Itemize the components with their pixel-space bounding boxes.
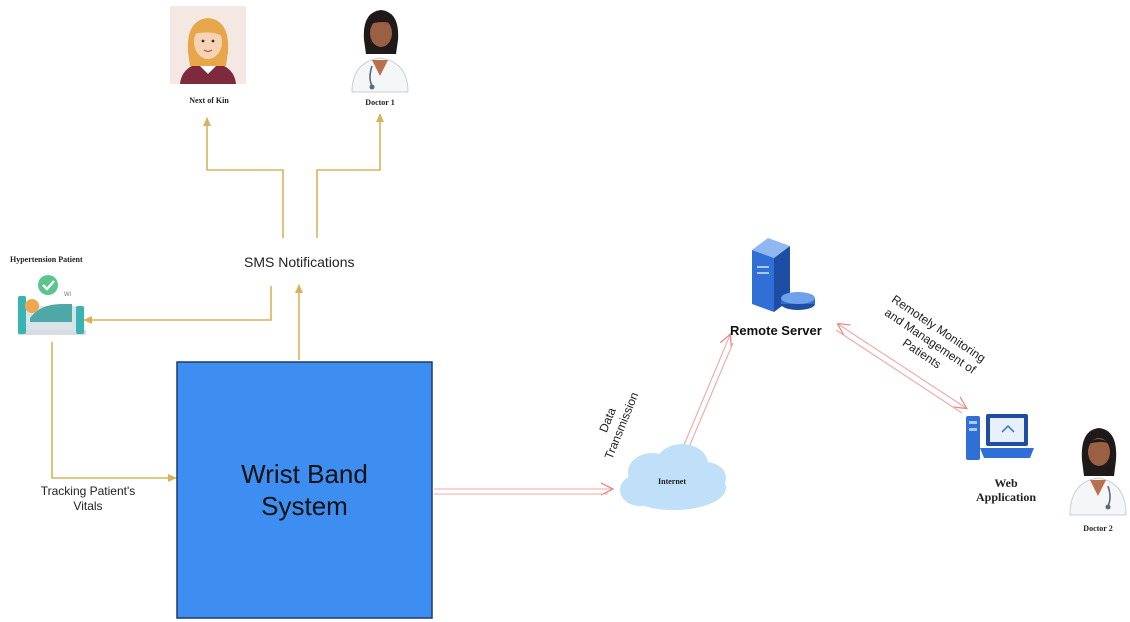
data-connectors: [434, 324, 966, 494]
web-application-line-1: Web: [994, 476, 1018, 490]
internet-label: Internet: [658, 477, 686, 486]
arrow-sms-to-patient: [83, 286, 272, 324]
wrist-band-line-2: System: [261, 491, 348, 521]
wrist-band-system-box: [176, 361, 433, 619]
arrow-server-web-app: [838, 324, 966, 408]
tracking-vitals-line-1: Tracking Patient's: [40, 484, 136, 498]
sms-connectors: [51, 113, 384, 482]
wrist-band-line-1: Wrist Band: [241, 459, 368, 489]
arrow-patient-to-wristband: [51, 342, 177, 482]
wrist-band-system-label: Wrist Band System: [177, 458, 432, 522]
tracking-vitals-label: Tracking Patient's Vitals: [24, 484, 152, 514]
doctor-1-label: Doctor 1: [365, 98, 395, 107]
next-of-kin-label: Next of Kin: [189, 96, 229, 105]
arrow-sms-to-next-of-kin: [203, 117, 284, 238]
sms-notifications-label: SMS Notifications: [244, 254, 355, 270]
svg-text:Wi: Wi: [64, 292, 71, 298]
doctor-2-avatar-icon: [1069, 428, 1127, 516]
next-of-kin-avatar-icon: [170, 6, 246, 84]
hypertension-patient-label: Hypertension Patient: [10, 255, 83, 264]
internet-cloud-icon: [620, 444, 726, 510]
arrow-sms-to-doctor-1: [316, 113, 384, 238]
doctor-2-label: Doctor 2: [1083, 524, 1113, 533]
remote-server-label: Remote Server: [730, 323, 822, 338]
web-application-icon: [966, 414, 1034, 460]
tracking-vitals-line-2: Vitals: [73, 499, 103, 513]
web-application-label: Web Application: [956, 476, 1056, 504]
doctor-1-avatar-icon: [351, 10, 409, 93]
hypertension-patient-icon: Wi: [18, 275, 86, 335]
web-application-line-2: Application: [975, 490, 1036, 504]
arrow-internet-to-server: [683, 335, 730, 446]
remote-server-icon: [752, 238, 815, 312]
